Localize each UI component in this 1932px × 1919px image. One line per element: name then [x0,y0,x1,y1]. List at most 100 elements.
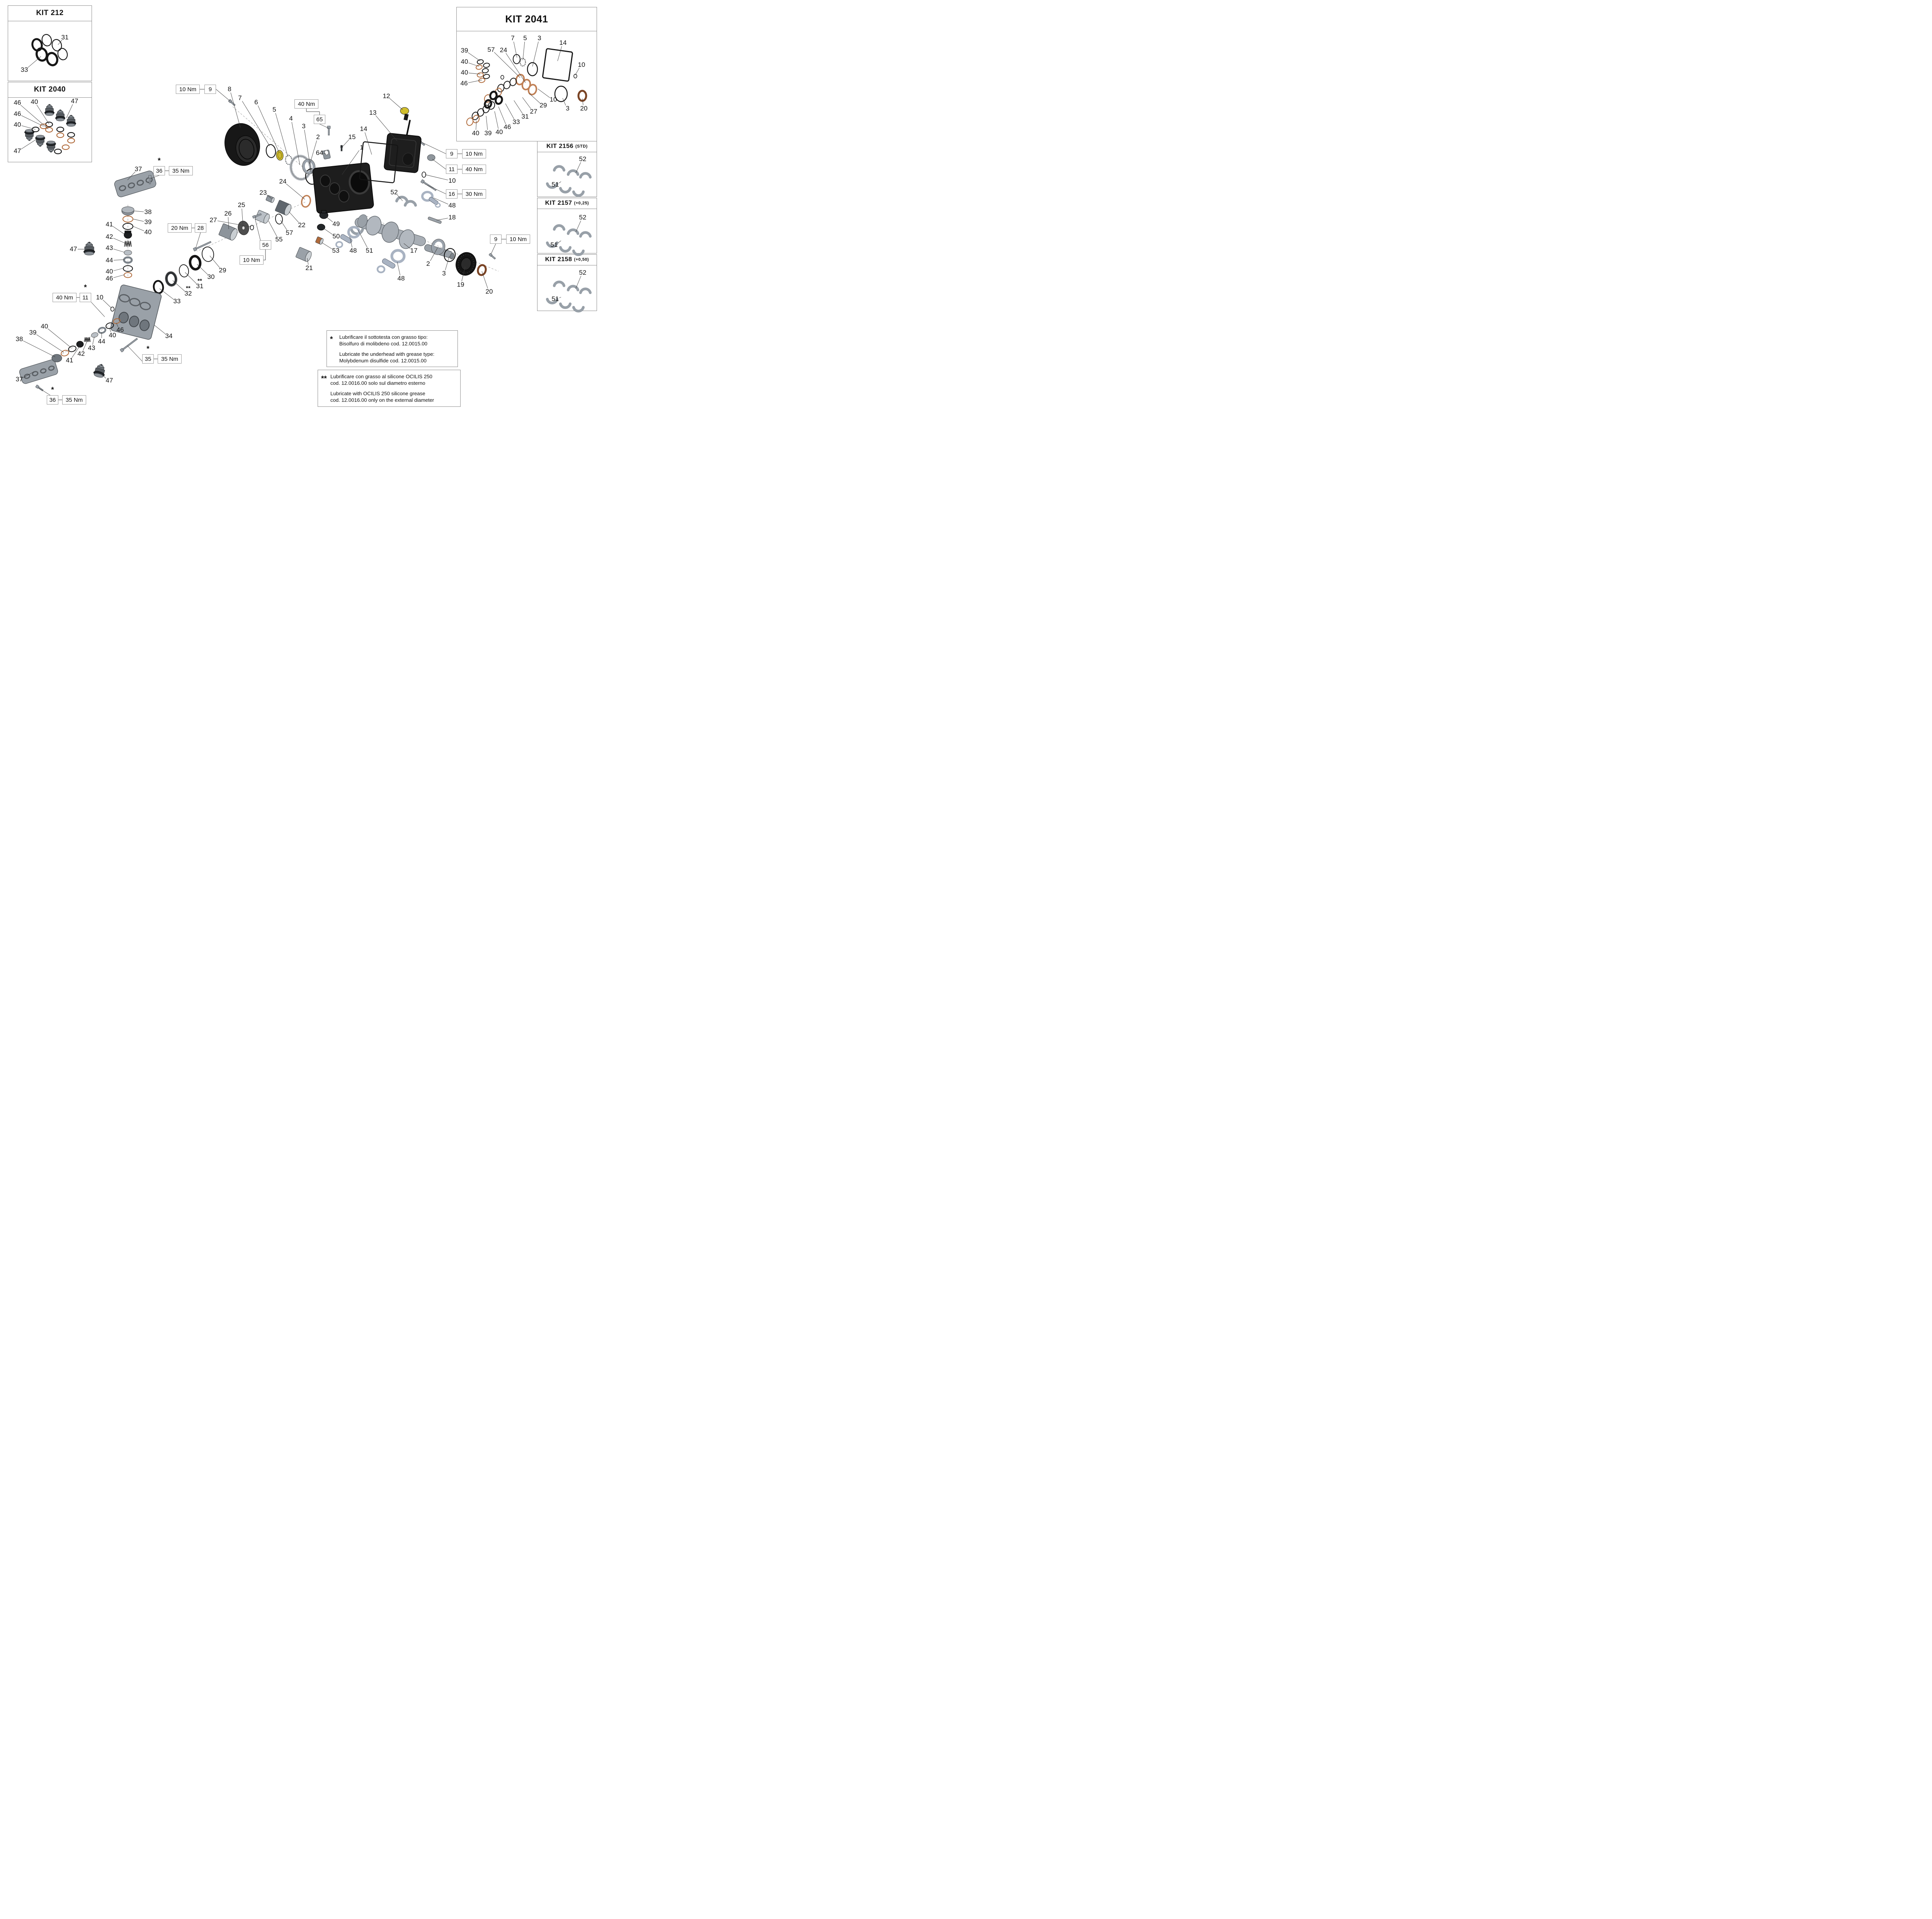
callout-26: 26 [224,210,232,217]
leader-line [36,334,64,353]
bearing-cover-lip [238,139,255,160]
bearing-shell [553,165,566,172]
conrod-bolt [420,179,437,191]
leader-line [494,111,499,129]
callout-44: 44 [98,338,105,345]
torque-box-35nm: 35 Nm [169,166,193,175]
torque-box-36: 36 [47,395,58,405]
leader-line [159,288,174,300]
leader-line [559,297,561,298]
leader-line [113,249,125,253]
callout-51: 51 [550,241,558,248]
dipstick-rod [406,120,411,135]
valve-assembly [35,135,45,147]
callout-12: 12 [383,92,390,100]
torque-box-65: 65 [314,115,325,124]
crankshaft-lobe [381,221,399,243]
leader-line [185,272,197,284]
leader-line [228,217,229,229]
leader-line [113,238,125,243]
callout-14: 14 [360,125,367,133]
valve-cage-top [124,231,131,233]
leader-line [575,276,581,289]
conrod-big-end [390,249,406,263]
leader-line [529,93,540,104]
o-ring [483,74,490,79]
callout-52: 52 [579,155,587,163]
bearing-edge [431,239,446,255]
o-ring [482,105,490,113]
leader-line [468,52,481,61]
leader-line [461,266,466,282]
seal-ring [46,52,58,66]
kit-title-text: KIT 212 [36,9,64,17]
copper-ring [113,318,121,324]
leader-line [397,262,400,275]
o-ring [488,101,495,110]
torque-box-40nm: 40 Nm [462,165,486,174]
callout-29: 29 [219,267,226,274]
copper-ring [476,65,483,70]
leader-line [445,256,450,270]
callout-32: 32 [184,290,192,297]
leader-line [432,159,446,170]
crankcase-bearing-bore [349,170,370,195]
callout-43: 43 [88,344,95,352]
kit-box-2040 [8,82,92,162]
leader-line [389,98,403,110]
valve-disc [124,250,132,255]
valve-seat [123,256,133,264]
callout-34: 34 [165,332,173,340]
callout-40: 40 [31,98,38,105]
leader-line [38,388,51,396]
callout-42: 42 [105,233,113,240]
conrod-beam [340,234,352,243]
callout-42: 42 [77,350,85,357]
o-ring [477,59,484,65]
leader-line [21,125,36,130]
kit-box-2041 [456,7,597,141]
shaft-key [428,216,442,224]
kit-box-2158-title: KIT 2158(+0,50) [537,254,597,265]
seal-ring [36,47,48,62]
leader-line [430,248,438,261]
callout-40: 40 [495,128,503,136]
asterisk-marker: * [146,345,150,353]
callout-23: 23 [259,189,267,196]
leader-line [468,63,480,67]
screw [489,253,496,260]
bracket-bolt [327,126,331,136]
o-ring [482,68,489,73]
callout-40: 40 [14,121,21,128]
leader-line [116,323,119,327]
manifold-plate [114,170,156,197]
bearing-shell [579,172,592,179]
copper-ring [472,115,480,123]
bearing-shell [559,246,572,253]
callout-51: 51 [551,181,559,188]
kit-box-2040-title: KIT 2040 [8,82,92,98]
callout-43: 43 [105,244,113,252]
plunger-disc-face [121,206,134,213]
leader-line [92,337,95,345]
callout-10: 10 [448,177,456,184]
leader-line [66,104,73,118]
note-line: Lubricate with OCILIS 250 silicone greas… [330,391,425,396]
leader-line [102,299,112,308]
head-bolt [35,384,44,391]
leader-line [280,220,287,230]
kit-box-2156 [537,141,597,197]
callout-39: 39 [484,129,492,137]
leader-line [433,197,449,204]
oil-seal-lip [277,152,282,159]
callout-39: 39 [461,47,468,54]
callout-24: 24 [500,46,507,54]
pin [265,195,275,203]
leader-line [20,105,49,129]
seal-ring [153,280,164,294]
leader-line [323,153,326,154]
torque-box-35nm: 35 Nm [62,395,86,405]
head-bore-front [139,320,150,331]
kit-box-2041-title: KIT 2041 [456,7,597,31]
asterisk-marker: * [84,284,87,292]
